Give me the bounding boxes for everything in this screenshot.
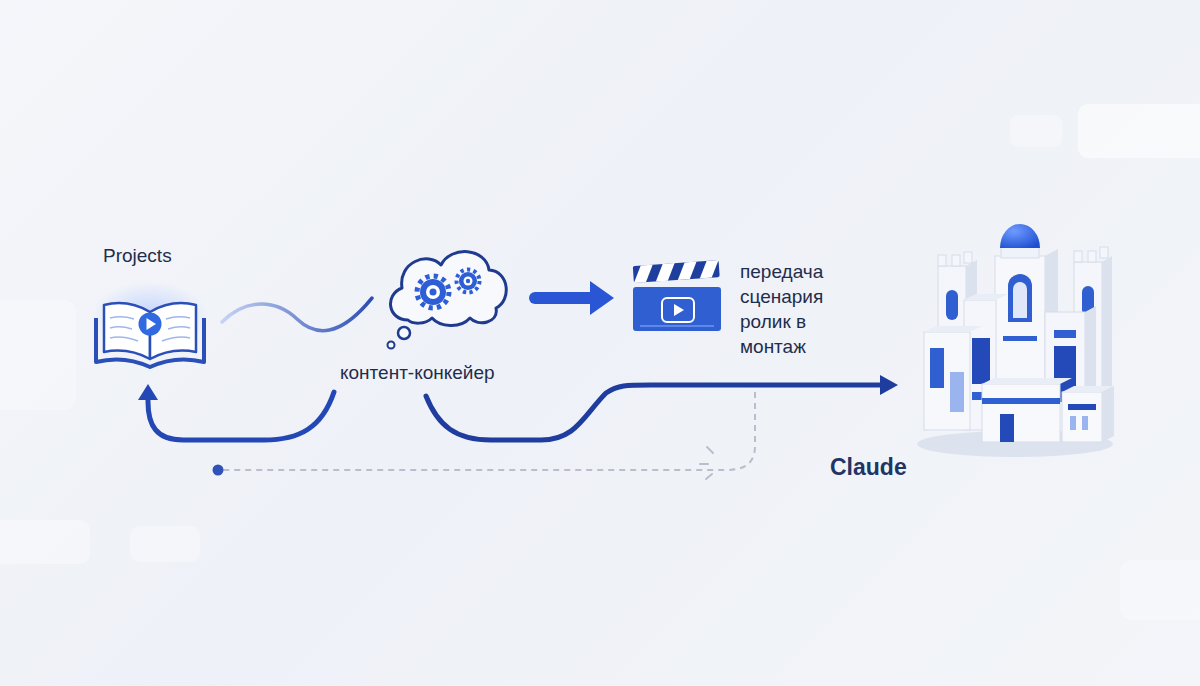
arrow-head: [590, 281, 614, 315]
flow-arrow: [222, 298, 372, 331]
connector-line: [222, 298, 372, 331]
gear-icon: [457, 270, 480, 293]
arrow-head: [138, 384, 158, 400]
connector-line: [535, 292, 600, 304]
node-label: передача сценария ролик в монтаж: [740, 259, 838, 359]
background-panel: [0, 104, 1200, 620]
flow-arrow: [426, 375, 898, 440]
node-label: контент-конкейер: [340, 360, 495, 385]
flow-arrow: [138, 384, 334, 440]
gear-icon: [417, 276, 449, 308]
flow-arrow: [535, 281, 614, 315]
book-icon: [92, 282, 208, 367]
clapperboard-icon: [633, 260, 721, 331]
thought-cloud: [388, 252, 507, 349]
castle-node: Claude: [825, 215, 1115, 485]
connector-line: [426, 385, 887, 440]
castle-illustration: [917, 224, 1114, 457]
node-label: Projects: [103, 243, 172, 268]
book-node: Projects: [90, 240, 215, 380]
node-label: Claude: [830, 455, 907, 480]
connector-line: [148, 392, 334, 440]
arrow-head: [880, 375, 898, 395]
thought-node: контент-конкейер: [338, 238, 510, 388]
clapperboard-node: передача сценария ролик в монтаж: [628, 255, 888, 355]
